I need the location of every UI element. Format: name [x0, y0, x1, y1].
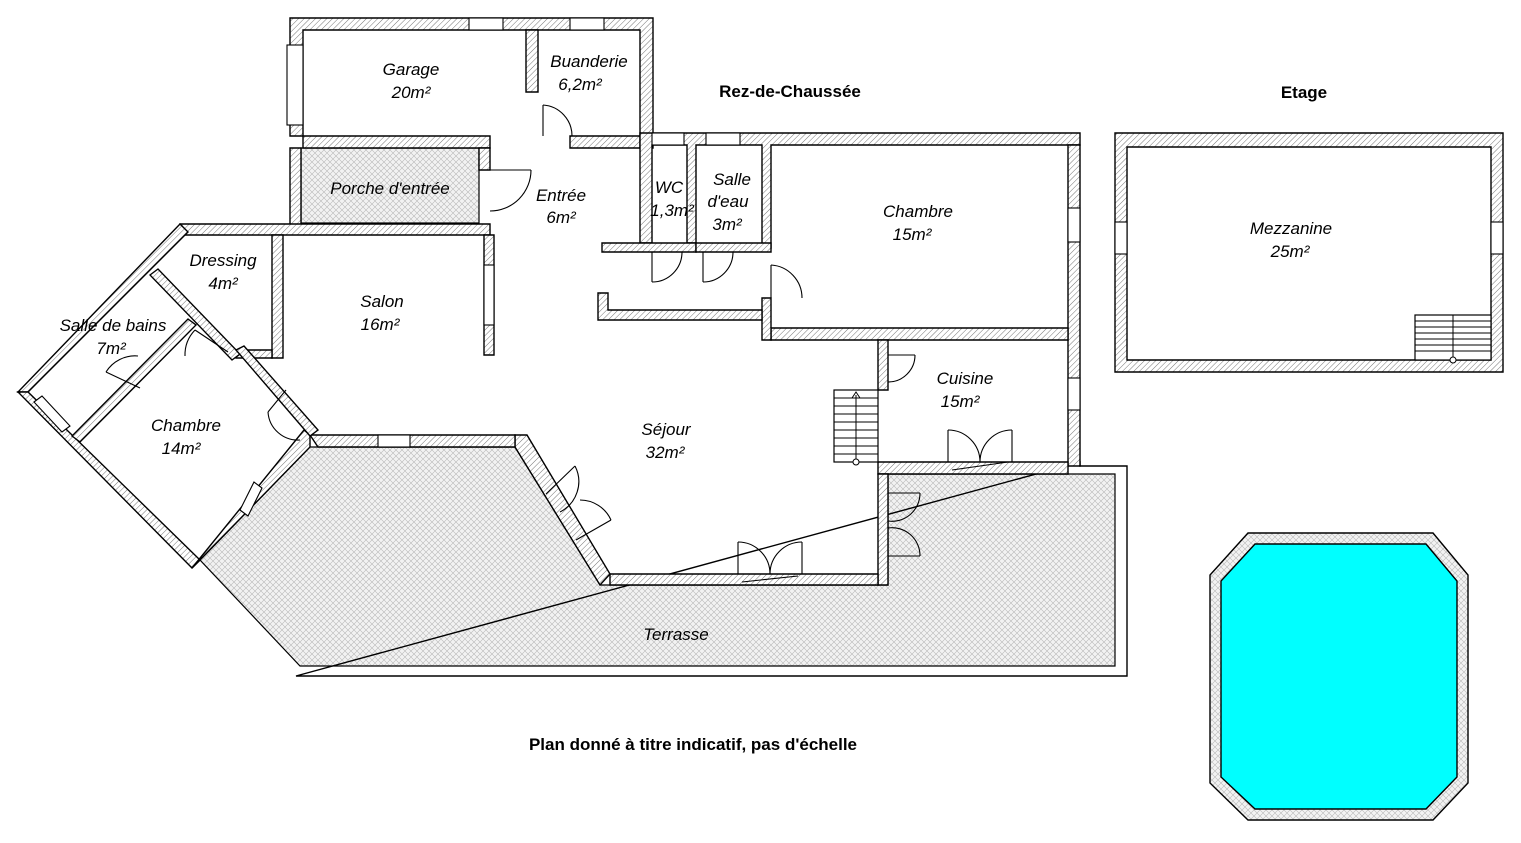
staircase-upper — [1414, 314, 1492, 364]
room-entree-area: 6m² — [546, 208, 577, 227]
window — [569, 17, 605, 31]
room-chambre-est-name: Chambre — [883, 202, 953, 221]
window — [1067, 377, 1081, 411]
room-dressing-area: 4m² — [208, 274, 239, 293]
window — [33, 395, 71, 433]
room-mezzanine-area: 25m² — [1270, 242, 1311, 261]
window — [1067, 207, 1081, 243]
window — [468, 17, 504, 31]
pool-water — [1220, 543, 1458, 810]
room-garage-name: Garage — [383, 60, 440, 79]
window — [239, 481, 263, 517]
room-cuisine-area: 15m² — [941, 392, 981, 411]
window — [377, 434, 411, 448]
ground-floor-title: Rez-de-Chaussée — [719, 82, 861, 101]
disclaimer-text: Plan donné à titre indicatif, pas d'éche… — [529, 735, 857, 754]
labels: Rez-de-Chaussée Etage Plan donné à titre… — [60, 52, 1333, 754]
room-chambre-ouest-area: 14m² — [162, 439, 202, 458]
walls — [16, 17, 1504, 587]
staircase-ground — [833, 389, 879, 466]
room-salle-bains-name: Salle de bains — [60, 316, 167, 335]
room-entree-name: Entrée — [536, 186, 586, 205]
room-salle-eau-area: 3m² — [712, 215, 743, 234]
room-salle-bains-area: 7m² — [96, 339, 127, 358]
room-salon-area: 16m² — [361, 315, 401, 334]
room-dressing-name: Dressing — [189, 251, 257, 270]
doors — [105, 104, 1013, 583]
room-sejour-area: 32m² — [646, 443, 686, 462]
window — [705, 132, 741, 146]
room-terrasse-name: Terrasse — [643, 625, 709, 644]
window — [483, 264, 495, 326]
room-mezzanine-name: Mezzanine — [1250, 219, 1332, 238]
room-salle-eau-name2: d'eau — [707, 192, 749, 211]
room-porche-name: Porche d'entrée — [330, 179, 450, 198]
room-cuisine-name: Cuisine — [937, 369, 994, 388]
swimming-pool — [1209, 532, 1469, 821]
room-garage-area: 20m² — [391, 83, 432, 102]
upper-floor-title: Etage — [1281, 83, 1327, 102]
room-sejour-name: Séjour — [641, 420, 691, 439]
room-salle-eau-name1: Salle — [713, 170, 751, 189]
room-chambre-ouest-name: Chambre — [151, 416, 221, 435]
room-buanderie-name: Buanderie — [550, 52, 628, 71]
windows — [33, 17, 1504, 517]
room-buanderie-area: 6,2m² — [558, 75, 603, 94]
room-wc-name: WC — [655, 178, 684, 197]
window — [286, 44, 304, 126]
porche-area — [300, 147, 480, 224]
window — [1114, 221, 1128, 255]
room-salon-name: Salon — [360, 292, 403, 311]
room-chambre-est-area: 15m² — [893, 225, 933, 244]
window — [1490, 221, 1504, 255]
room-wc-area: 1,3m² — [650, 201, 695, 220]
window — [651, 132, 685, 146]
